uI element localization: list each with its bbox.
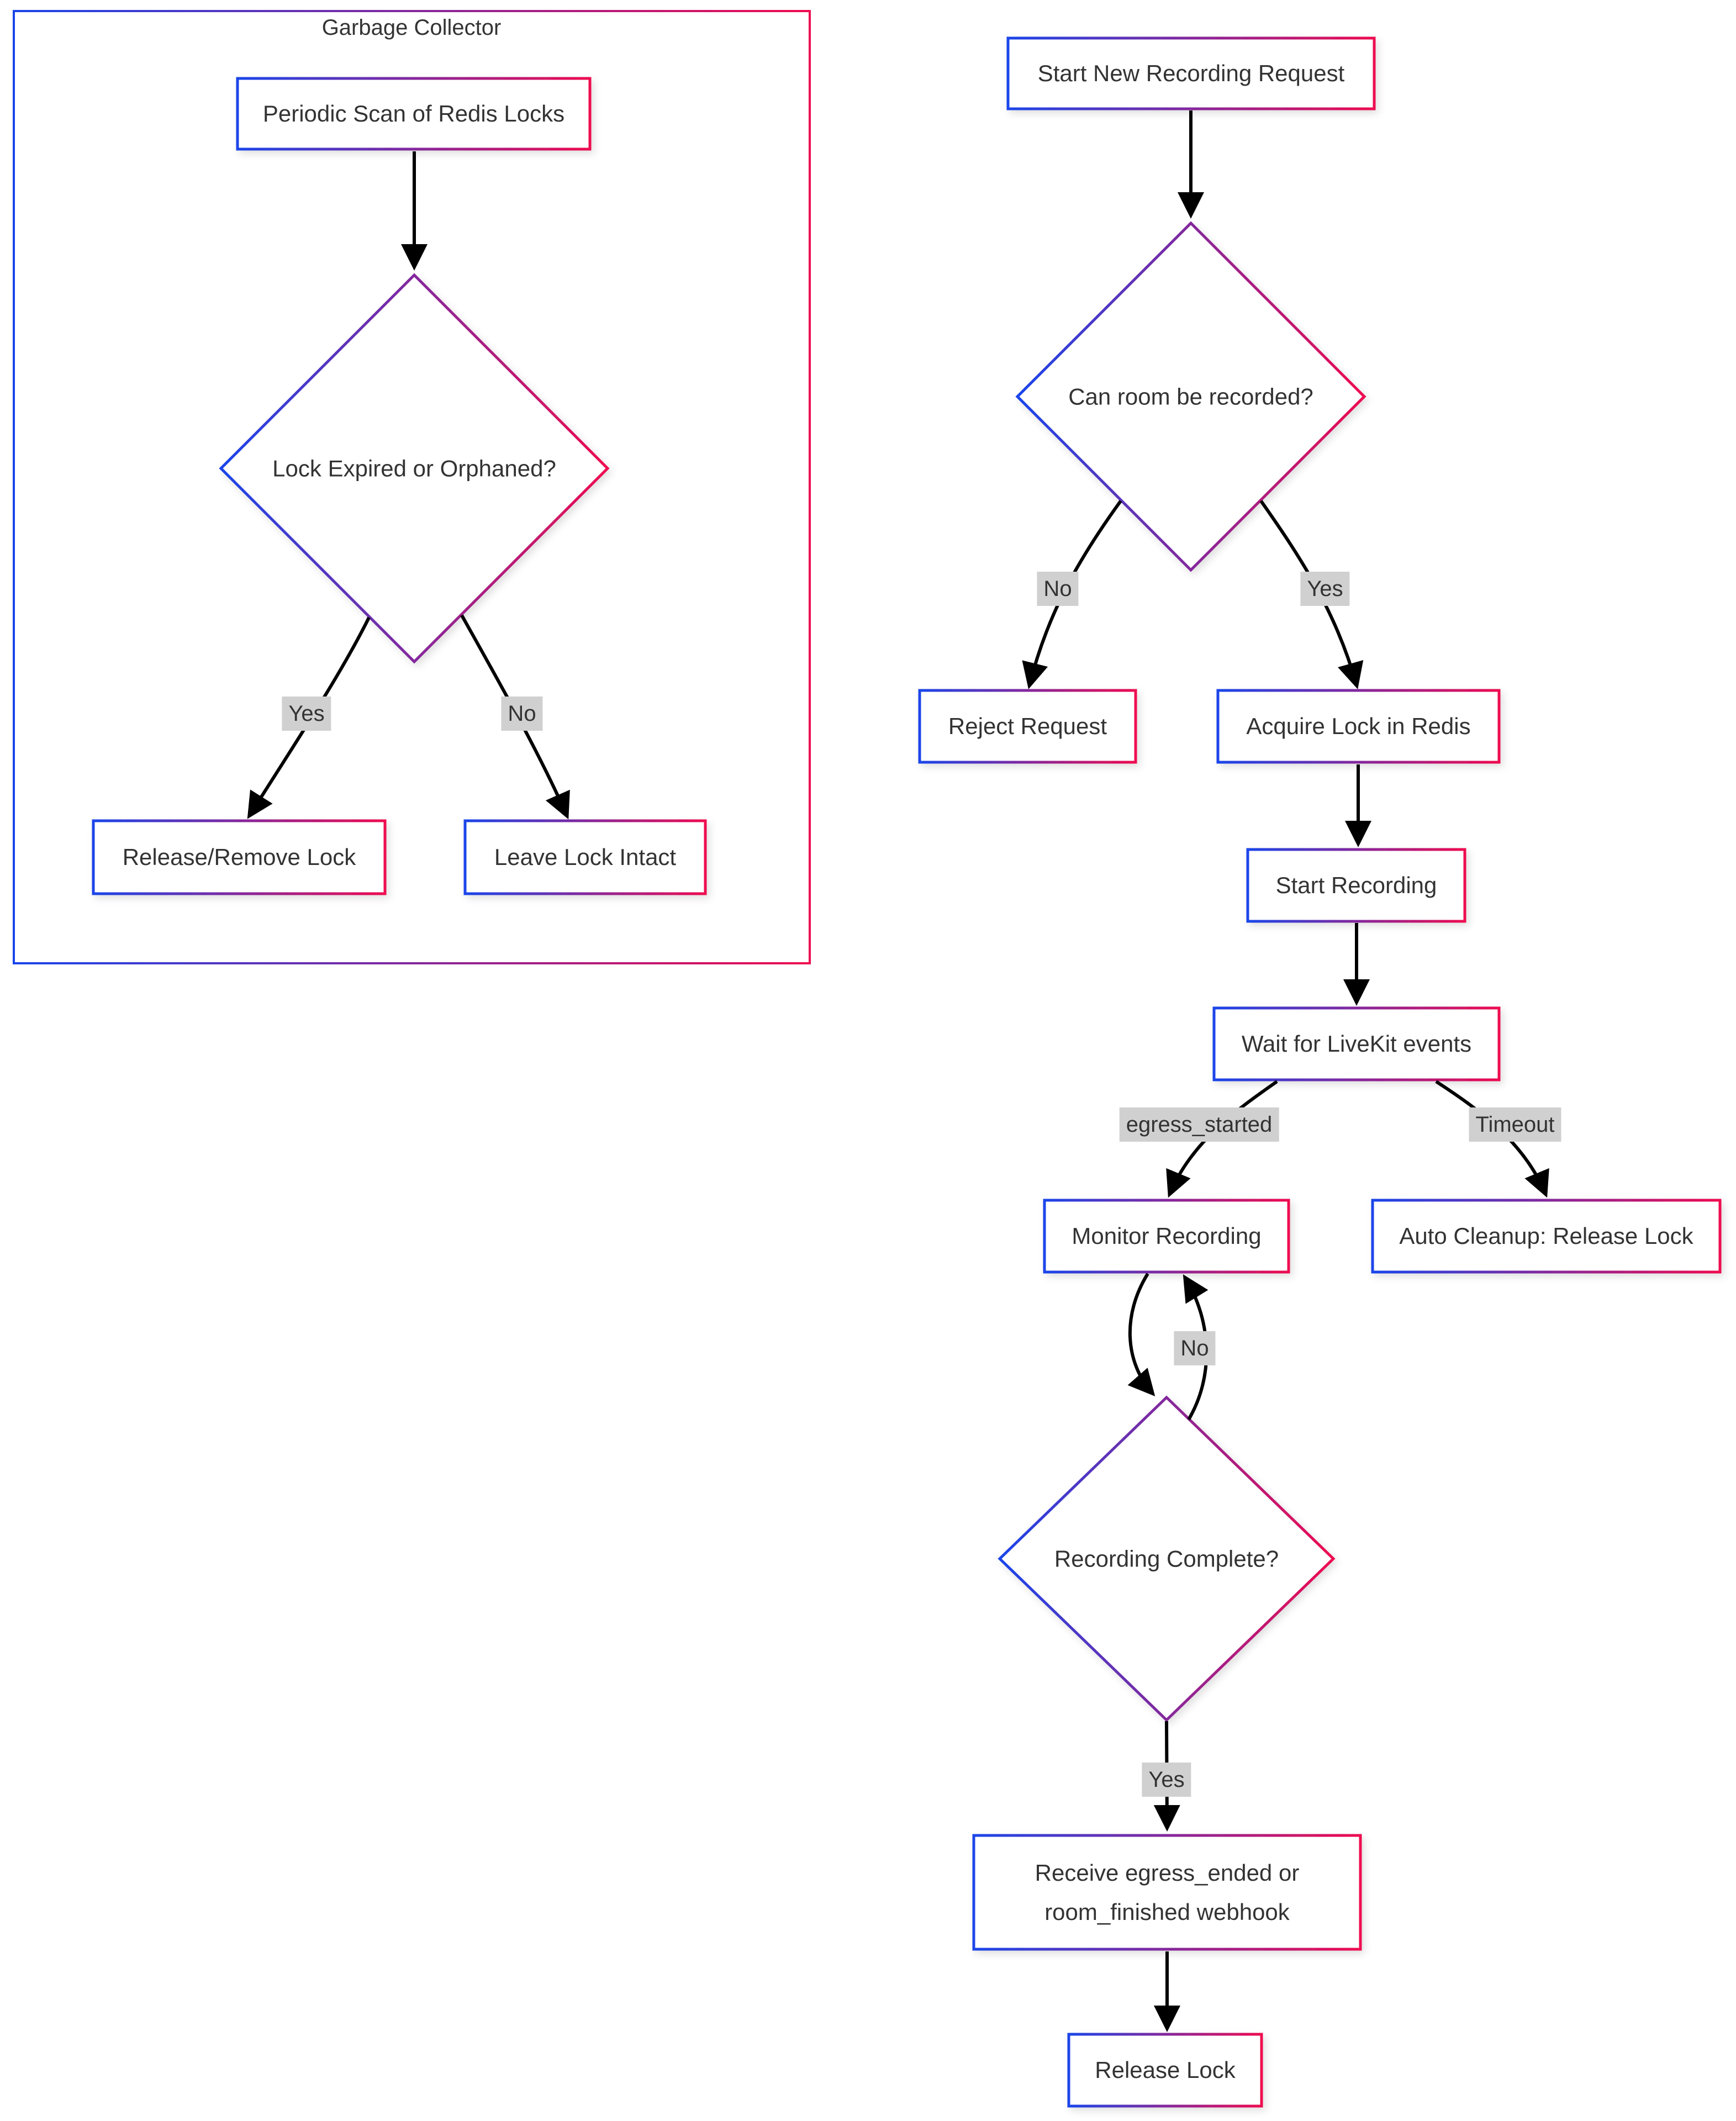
decision-lock-expired-or-orphaned-shape [219,273,610,664]
edge-label-gc-yes: Yes [282,697,331,731]
edge-label-loop-no: No [1174,1331,1216,1365]
node-receive-webhook-text: Receive egress_ended or room_finished we… [1035,1859,1300,1925]
node-periodic-scan-label: Periodic Scan of Redis Locks [262,101,565,127]
edge-label-timeout: Timeout [1469,1107,1561,1142]
decision-lock-expired-or-orphaned-label: Lock Expired or Orphaned? [272,455,556,482]
node-reject-request-box [918,689,1137,764]
decision-can-room-be-recorded-label: Can room be recorded? [1068,383,1313,410]
edge-label-gc-no: No [501,697,543,731]
node-start-recording-box [1246,848,1466,923]
node-release-remove-lock-box [92,819,387,895]
node-release-remove-lock-label: Release/Remove Lock [122,844,356,870]
node-periodic-scan-box [236,77,592,151]
node-auto-cleanup-release-lock-label: Auto Cleanup: Release Lock [1399,1223,1693,1249]
node-monitor-recording-box [1043,1199,1290,1274]
node-wait-for-livekit-events-box [1212,1006,1501,1081]
node-release-lock-box [1067,2033,1263,2108]
node-receive-webhook-box [972,1834,1362,1951]
edge-label-complete-yes: Yes [1142,1763,1191,1797]
node-auto-cleanup-release-lock-box [1371,1199,1722,1274]
decision-recording-complete-shape [998,1395,1336,1722]
subgraph-title: Garbage Collector [321,15,502,40]
subgraph-garbage-collector-box [13,10,811,964]
edge-label-egress-started: egress_started [1119,1107,1279,1142]
node-leave-lock-intact-box [463,819,707,895]
node-acquire-lock-in-redis-label: Acquire Lock in Redis [1246,713,1471,740]
node-acquire-lock-in-redis-box [1216,689,1501,764]
node-monitor-recording-label: Monitor Recording [1072,1223,1262,1249]
node-receive-webhook-label: Receive egress_ended or room_finished we… [974,1835,1360,1949]
decision-recording-complete-label: Recording Complete? [1054,1545,1279,1572]
decision-can-room-be-recorded-shape [1015,221,1366,572]
node-release-lock-label: Release Lock [1095,2057,1236,2083]
edge-label-record-yes: Yes [1300,572,1350,606]
node-start-new-recording-request-label: Start New Recording Request [1037,60,1345,87]
node-reject-request-label: Reject Request [948,713,1107,740]
node-wait-for-livekit-events-label: Wait for LiveKit events [1241,1031,1472,1057]
node-start-recording-label: Start Recording [1275,872,1437,899]
edge-label-record-no: No [1037,572,1079,606]
node-start-new-recording-request-box [1006,36,1376,110]
edge-monitor-to-decision [1127,1273,1155,1397]
node-leave-lock-intact-label: Leave Lock Intact [494,844,677,870]
